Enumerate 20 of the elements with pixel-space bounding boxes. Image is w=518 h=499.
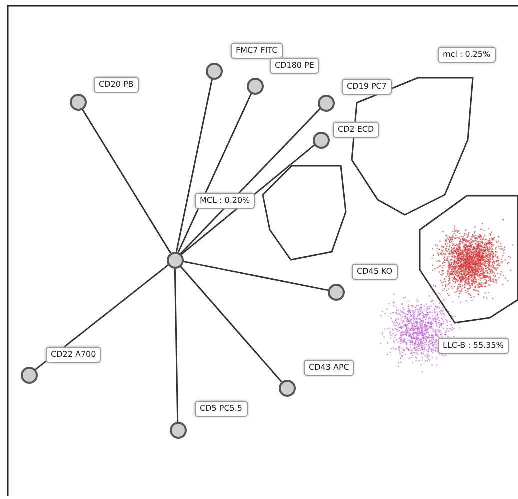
marker-label: CD43 APC: [304, 360, 354, 376]
marker-label: CD5 PC5.5: [195, 401, 248, 417]
connector-line: [174, 268, 179, 422]
gate-label: mcl : 0.25%: [438, 47, 496, 63]
connector-line: [178, 92, 252, 254]
connector-line: [180, 144, 316, 256]
connector-line: [34, 264, 170, 371]
marker-label: CD19 PC7: [342, 79, 392, 95]
connector-line: [182, 260, 328, 292]
connector-line: [176, 78, 214, 252]
marker-label: CD45 KO: [352, 264, 398, 280]
marker-label: CD180 PE: [270, 58, 320, 74]
marker-label: CD20 PB: [94, 77, 139, 93]
connector-line: [180, 266, 282, 382]
marker-label: FMC7 FITC: [231, 43, 283, 59]
gate-label: LLC-B : 55.35%: [438, 338, 509, 354]
gate-label: MCL : 0.20%: [195, 193, 256, 209]
marker-label: CD22 A700: [46, 347, 102, 363]
connector-line: [180, 108, 321, 255]
marker-label: CD2 ECD: [333, 122, 380, 138]
